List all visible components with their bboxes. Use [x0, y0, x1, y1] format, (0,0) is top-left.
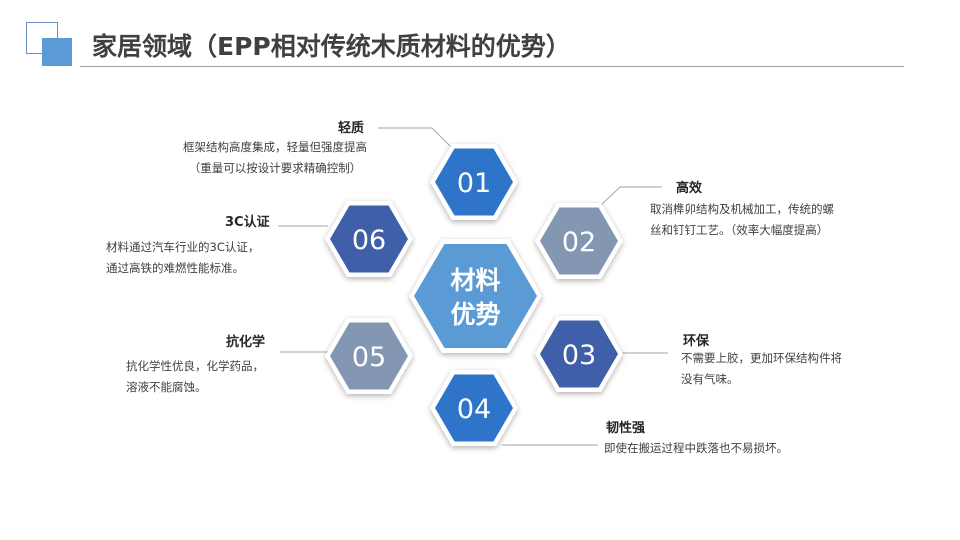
hex-01: 01	[430, 144, 518, 220]
item-02-description: 取消榫卯结构及机械加工，传统的螺 丝和钉钉工艺。（效率大幅度提高）	[650, 199, 834, 241]
item-06-line-1: 材料通过汽车行业的3C认证，	[106, 240, 260, 254]
item-03-description: 不需要上胶，更加环保结构件将 没有气味。	[681, 348, 842, 390]
leader-line-02	[597, 186, 662, 209]
hex-05: 05	[325, 318, 413, 394]
item-03-heading: 环保	[683, 334, 710, 349]
hex-04: 04	[430, 370, 518, 446]
hex-04-number: 04	[457, 394, 491, 425]
hex-03-number: 03	[562, 340, 596, 371]
leader-line-01	[378, 127, 453, 149]
hex-06: 06	[325, 201, 413, 277]
hex-center-line1: 材料	[450, 266, 500, 295]
hex-05-number: 05	[352, 342, 386, 373]
item-05-description: 抗化学性优良，化学药品， 溶液不能腐蚀。	[126, 356, 264, 398]
hex-02: 02	[535, 203, 623, 279]
item-02-line-2: 丝和钉钉工艺。（效率大幅度提高）	[650, 223, 829, 237]
item-04-heading: 韧性强	[606, 421, 646, 436]
item-02-heading: 高效	[676, 181, 703, 196]
logo-filled-square	[42, 38, 72, 66]
hex-03: 03	[535, 316, 623, 392]
page-title: 家居领域（EPP相对传统木质材料的优势）	[92, 32, 571, 61]
item-01-line-2: （重量可以按设计要求精确控制）	[188, 161, 362, 175]
item-01-description: 框架结构高度集成，轻量但强度提高 （重量可以按设计要求精确控制）	[160, 137, 390, 179]
hex-center-line2: 优势	[450, 300, 500, 329]
item-04-description: 即使在搬运过程中跌落也不易损坏。	[604, 438, 788, 459]
logo-mark	[0, 0, 80, 70]
item-05-line-1: 抗化学性优良，化学药品，	[126, 359, 264, 373]
item-06-description: 材料通过汽车行业的3C认证， 通过高铁的难燃性能标准。	[106, 237, 259, 279]
item-01-line-1: 框架结构高度集成，轻量但强度提高	[183, 140, 367, 154]
hex-02-number: 02	[562, 227, 596, 258]
hex-01-number: 01	[457, 168, 491, 199]
item-06-heading: 3C认证	[225, 215, 270, 230]
item-06-line-2: 通过高铁的难燃性能标准。	[106, 261, 244, 275]
item-04-line-1: 即使在搬运过程中跌落也不易损坏。	[604, 441, 788, 455]
item-03-line-1: 不需要上胶，更加环保结构件将	[681, 351, 842, 365]
title-divider	[80, 66, 904, 67]
item-02-line-1: 取消榫卯结构及机械加工，传统的螺	[650, 202, 834, 216]
item-05-line-2: 溶液不能腐蚀。	[126, 380, 207, 394]
hex-06-number: 06	[352, 225, 386, 256]
hex-center: 材料 优势	[409, 239, 542, 353]
item-01-heading: 轻质	[338, 121, 365, 136]
item-03-line-2: 没有气味。	[681, 372, 739, 386]
item-05-heading: 抗化学	[226, 335, 266, 350]
